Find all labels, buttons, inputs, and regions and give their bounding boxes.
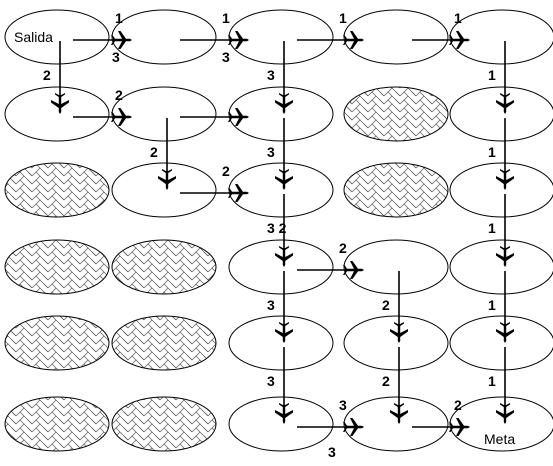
node-r0-c2: [228, 9, 334, 65]
edge-weight-label: 1: [488, 373, 496, 389]
airplane-icon: [275, 246, 293, 267]
start-node: [4, 9, 110, 65]
edge-weight-label: 3: [267, 297, 275, 313]
node-r4-c3: [343, 315, 449, 371]
node-r4-c2: [228, 315, 334, 371]
edge-weight-label: 1: [115, 10, 123, 26]
node-r2-c3-blocked: [343, 162, 449, 218]
edge-weight-label: 3: [222, 49, 230, 65]
edge-weight-label: 2: [43, 67, 51, 83]
node-r3-c4: [449, 239, 553, 295]
airplane-icon: [343, 418, 364, 436]
airplane-icon: [496, 246, 514, 267]
edge-weight-label: 1: [488, 67, 496, 83]
node-r4-c1-blocked: [111, 315, 217, 371]
edge-weight-label: 1: [488, 144, 496, 160]
edge-weight-label: 1: [488, 297, 496, 313]
airplane-icon: [496, 169, 514, 190]
airplane-icon: [496, 322, 514, 343]
edge-weight-label: 2: [222, 163, 230, 179]
node-r2-c1: [111, 162, 217, 218]
airplane-icon: [496, 403, 514, 424]
node-r3-c3: [343, 239, 449, 295]
airplane-icon: [449, 418, 470, 436]
node-r0-c4: [449, 9, 553, 65]
node-r3-c2: [228, 239, 334, 295]
node-r2-c4: [449, 162, 553, 218]
node-r1-c3-blocked: [343, 86, 449, 142]
edge-weight-label: 2: [150, 144, 158, 160]
edge-weight-label: 3: [339, 397, 347, 413]
node-r4-c0-blocked: [4, 315, 110, 371]
airplane-icon: [449, 31, 470, 49]
edge-weight-label: 3: [267, 67, 275, 83]
airplane-icon: [390, 322, 408, 343]
edge-weight-label: 3: [328, 444, 336, 460]
nodes-layer: [4, 9, 553, 452]
edge-weight-label: 1: [339, 10, 347, 26]
node-r5-c3: [343, 396, 449, 452]
airplane-icon: [111, 108, 132, 126]
node-r0-c3: [343, 9, 449, 65]
airplane-icon: [228, 184, 249, 202]
node-r1-c4: [449, 86, 553, 142]
airplane-icon: [228, 108, 249, 126]
node-r1-c1: [111, 86, 217, 142]
airplane-icon: [51, 93, 69, 114]
node-r1-c2: [228, 86, 334, 142]
airplane-icon: [228, 31, 249, 49]
airplane-icon: [158, 169, 176, 190]
goal-label: Meta: [484, 431, 515, 447]
edge-weight-label: 3: [267, 373, 275, 389]
airplane-icon: [343, 31, 364, 49]
node-r2-c2: [228, 162, 334, 218]
edge-weight-label: 1: [222, 10, 230, 26]
node-r3-c1-blocked: [111, 239, 217, 295]
node-r5-c1-blocked: [111, 396, 217, 452]
node-r5-c2: [228, 396, 334, 452]
airplane-icon: [275, 169, 293, 190]
edge-weight-label: 1: [454, 10, 462, 26]
airplane-icon: [275, 322, 293, 343]
node-r1-c0: [4, 86, 110, 142]
edge-weight-label: 3: [112, 49, 120, 65]
edge-weight-label: 2: [115, 87, 123, 103]
edge-weight-label: 2: [382, 373, 390, 389]
node-r0-c1: [111, 9, 217, 65]
edge-weight-label: 2: [382, 297, 390, 313]
airplane-icon: [111, 31, 132, 49]
airplane-icon: [496, 93, 514, 114]
edge-weight-label: 2: [454, 397, 462, 413]
edge-weight-label: 3 2: [267, 220, 287, 236]
node-r3-c0-blocked: [4, 239, 110, 295]
goal-node: [449, 396, 553, 452]
airplane-icon: [275, 93, 293, 114]
edges-layer: [51, 31, 514, 436]
node-r5-c0-blocked: [4, 396, 110, 452]
airplane-icon: [343, 261, 364, 279]
edge-weight-label: 1: [488, 220, 496, 236]
node-r2-c0-blocked: [4, 162, 110, 218]
node-r4-c4: [449, 315, 553, 371]
edge-weight-label: 3: [267, 144, 275, 160]
airplane-icon: [390, 403, 408, 424]
edge-weight-label: 2: [339, 240, 347, 256]
airplane-icon: [275, 403, 293, 424]
start-label: Salida: [14, 29, 53, 45]
